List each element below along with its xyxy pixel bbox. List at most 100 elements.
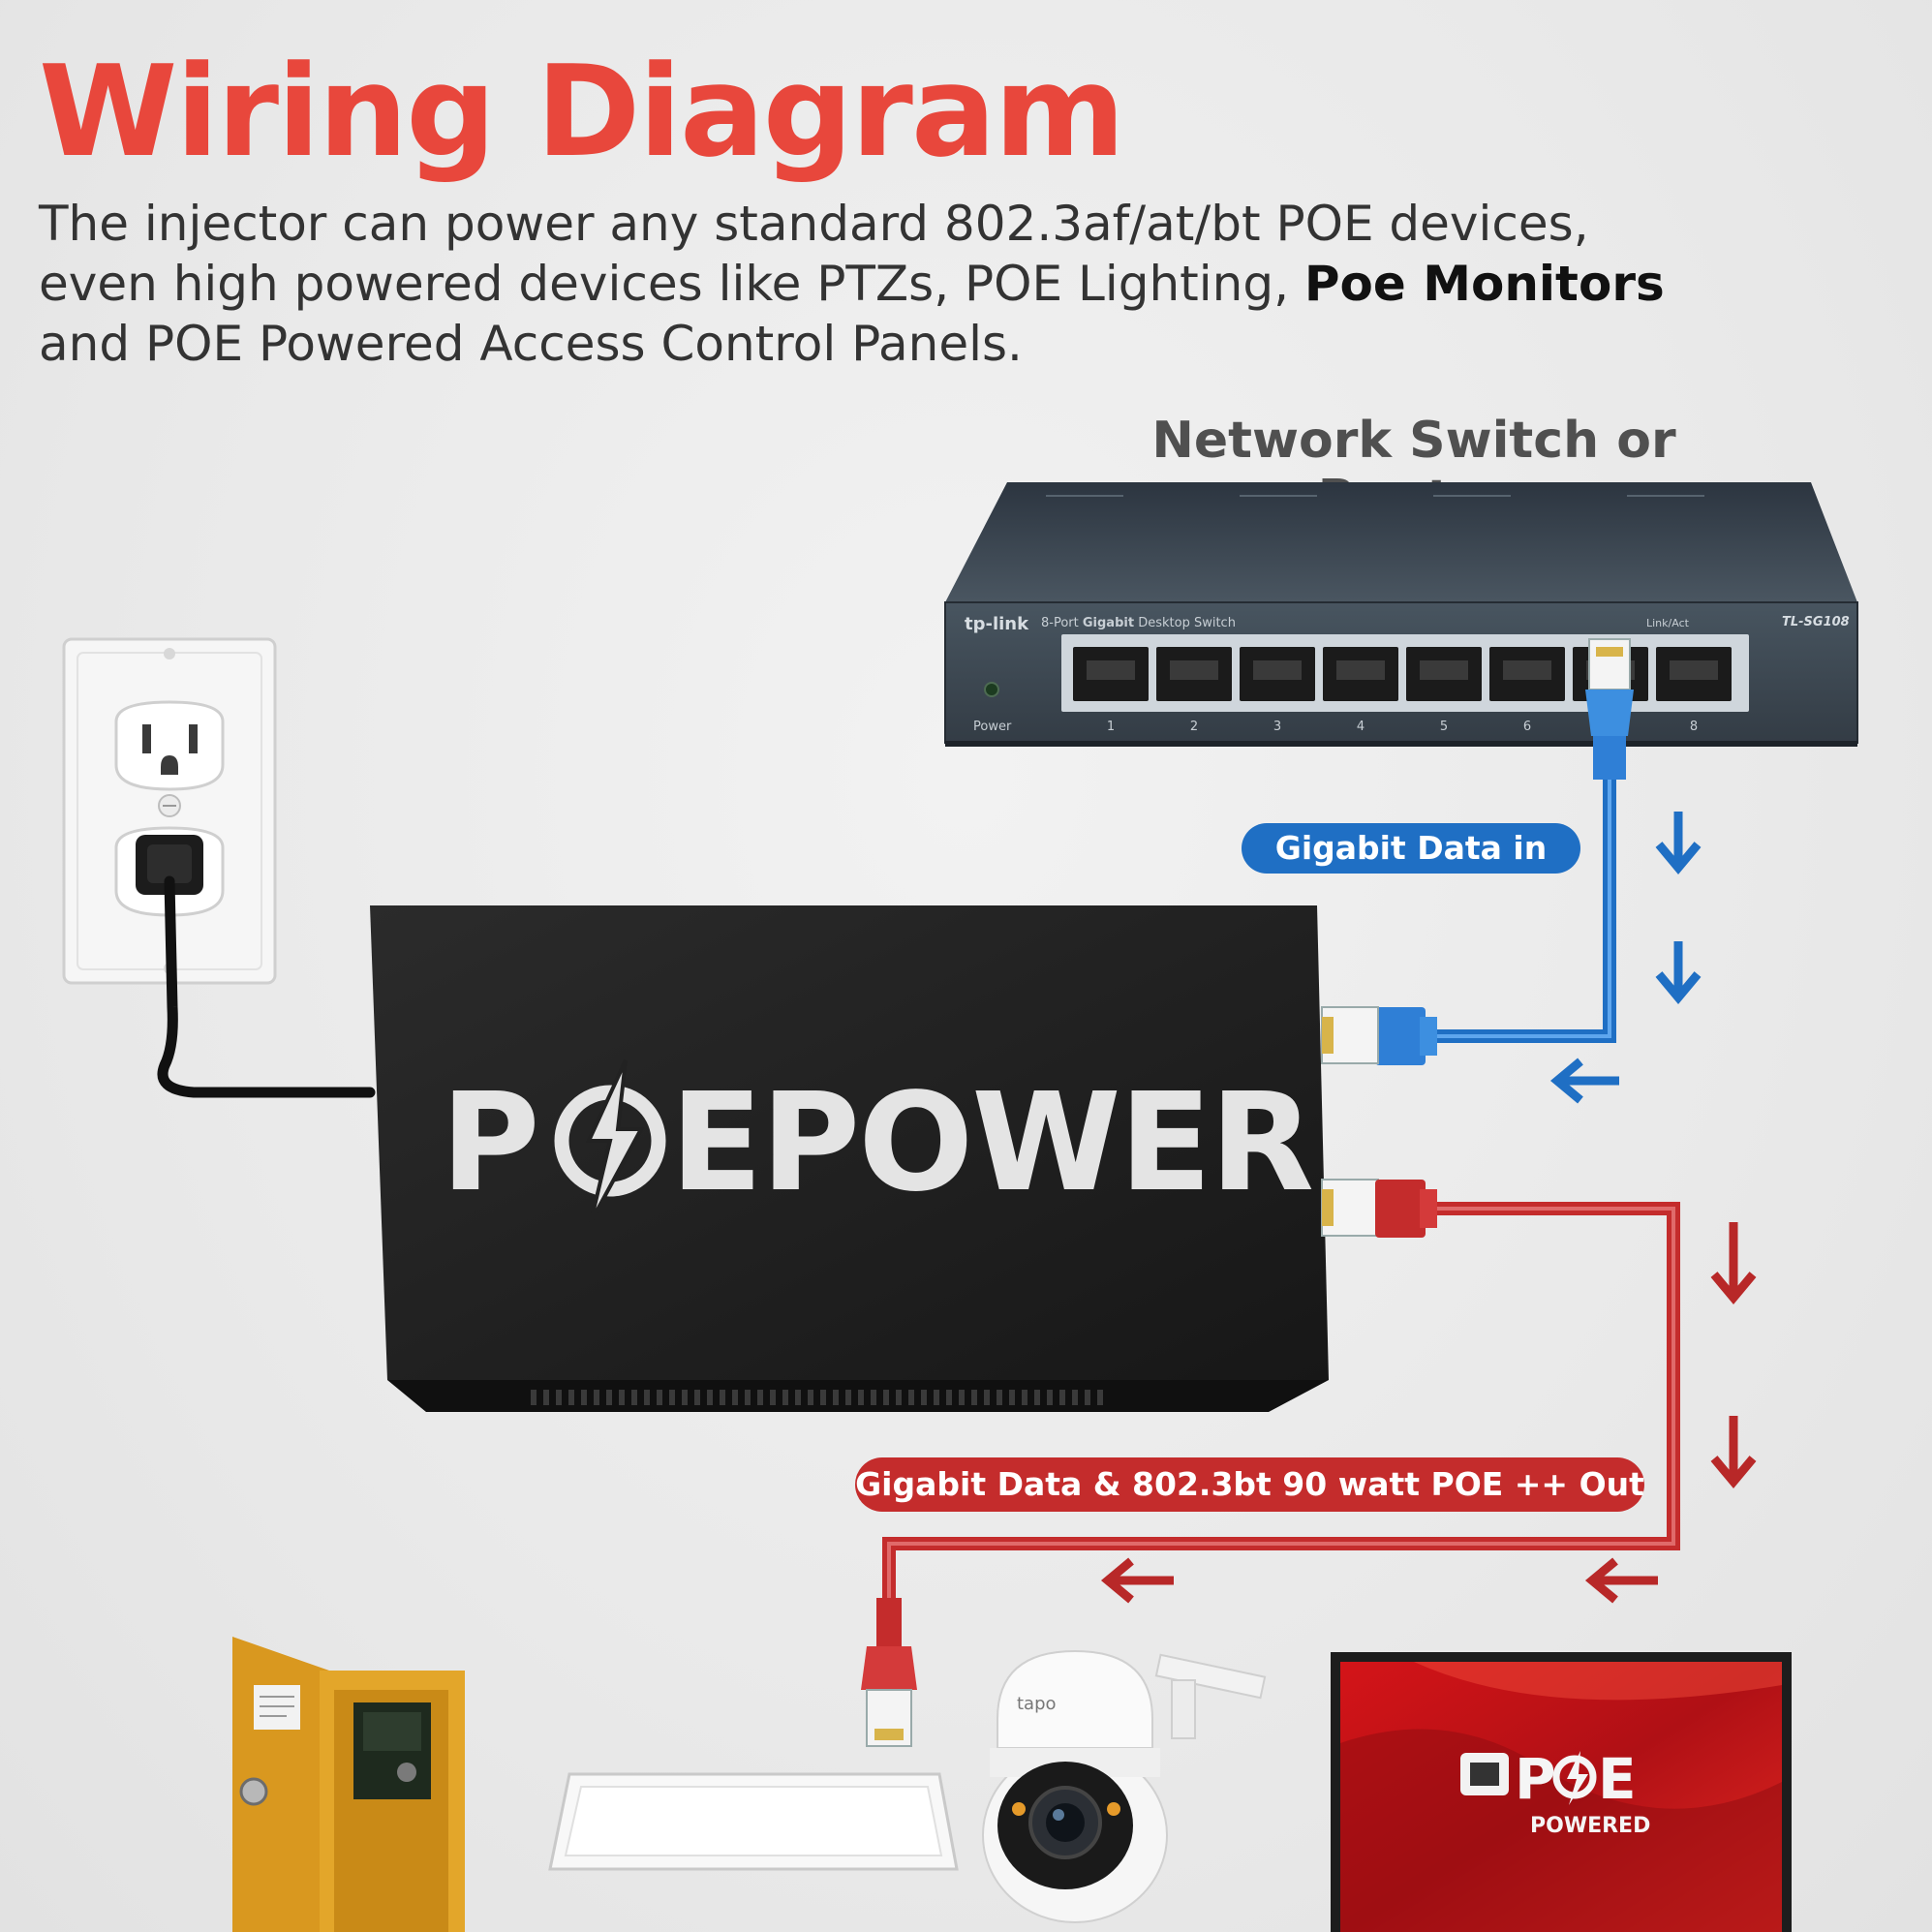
- vent-slot: [808, 1390, 813, 1405]
- camera-brand: tapo: [1017, 1694, 1057, 1714]
- data-in-label: Gigabit Data in: [1242, 823, 1580, 874]
- intro-line-2: even high powered devices like PTZs, POE…: [39, 256, 1289, 312]
- vent-slot: [1097, 1390, 1103, 1405]
- switch-port-contacts: [1503, 660, 1551, 680]
- vent-slot: [858, 1390, 864, 1405]
- vent-slot: [745, 1390, 751, 1405]
- monitor-lightning-icon: [1552, 1751, 1597, 1805]
- data-out-label: Gigabit Data & 802.3bt 90 watt POE ++ Ou…: [855, 1457, 1644, 1512]
- monitor-logo-e: E: [1598, 1746, 1637, 1812]
- vent-slot: [770, 1390, 776, 1405]
- vent-slot: [543, 1390, 549, 1405]
- vent-slot: [896, 1390, 902, 1405]
- vent-slot: [682, 1390, 688, 1405]
- switch-port-number: 1: [1107, 720, 1115, 734]
- switch-port-number: 4: [1357, 720, 1365, 734]
- red-poe-cable: [861, 1179, 1680, 1747]
- vent-slot: [1085, 1390, 1090, 1405]
- vent-slot: [883, 1390, 889, 1405]
- vent-slot: [908, 1390, 914, 1405]
- vent-slot: [556, 1390, 562, 1405]
- vent-slot: [845, 1390, 851, 1405]
- switch-port-number: 8: [1690, 720, 1698, 734]
- intro-line-3: and POE Powered Access Control Panels.: [39, 316, 1023, 372]
- vent-slot: [694, 1390, 700, 1405]
- vent-slot: [720, 1390, 725, 1405]
- vent-slot: [644, 1390, 650, 1405]
- vent-slot: [959, 1390, 965, 1405]
- arrow-left-red-1: [1584, 1557, 1658, 1604]
- switch-port-contacts: [1087, 660, 1135, 680]
- switch-port-contacts: [1253, 660, 1302, 680]
- vent-slot: [732, 1390, 738, 1405]
- arrow-left-red-2: [1100, 1557, 1174, 1604]
- vent-slot: [921, 1390, 927, 1405]
- arrow-down-red-2: [1710, 1416, 1757, 1489]
- vent-slot: [1047, 1390, 1053, 1405]
- blue-data-cable: [1321, 638, 1634, 1065]
- switch-power-label: Power: [973, 720, 1012, 734]
- vent-slot: [1009, 1390, 1015, 1405]
- vent-slot: [757, 1390, 763, 1405]
- monitor-logo-p: P: [1515, 1746, 1556, 1812]
- switch-port-contacts: [1420, 660, 1468, 680]
- arrow-down-red-1: [1710, 1222, 1757, 1305]
- wall-outlet: [62, 637, 277, 985]
- vent-slot: [997, 1390, 1002, 1405]
- vent-slot: [820, 1390, 826, 1405]
- intro-bold-poe-monitors: Poe Monitors: [1303, 256, 1665, 312]
- arrow-down-blue-2: [1655, 941, 1702, 1005]
- vent-slot: [669, 1390, 675, 1405]
- poe-injector: P EPOWER: [370, 905, 1329, 1412]
- injector-brand-right: EPOWER: [670, 1064, 1312, 1222]
- arrow-down-blue-1: [1655, 812, 1702, 875]
- vent-slot: [1034, 1390, 1040, 1405]
- switch-linkact-label: Link/Act: [1646, 617, 1690, 629]
- vent-slot: [1022, 1390, 1027, 1405]
- vent-slot: [984, 1390, 990, 1405]
- switch-brand: tp-link: [965, 614, 1029, 634]
- switch-description: 8-Port Gigabit Desktop Switch: [1041, 616, 1236, 630]
- vent-slot: [606, 1390, 612, 1405]
- intro-line-1: The injector can power any standard 802.…: [39, 196, 1589, 252]
- switch-port-contacts: [1170, 660, 1218, 680]
- vent-slot: [871, 1390, 876, 1405]
- vent-slot: [1059, 1390, 1065, 1405]
- page-title: Wiring Diagram: [39, 38, 1125, 185]
- power-led: [984, 682, 999, 697]
- vent-slot: [946, 1390, 952, 1405]
- injector-brand-left: P: [441, 1064, 538, 1222]
- switch-label: Network Switch or Router: [1151, 412, 1676, 528]
- vent-slot: [619, 1390, 625, 1405]
- vent-slot: [934, 1390, 939, 1405]
- lightning-logo-icon: [554, 1059, 666, 1223]
- vent-slot: [531, 1390, 537, 1405]
- led-panel-light: [548, 1772, 959, 1871]
- switch-port-number: 5: [1440, 720, 1448, 734]
- vent-slot: [707, 1390, 713, 1405]
- access-control-panel: [232, 1637, 465, 1932]
- intro-text: The injector can power any standard 802.…: [39, 194, 1685, 374]
- switch-port-number: 2: [1190, 720, 1198, 734]
- vent-slot: [568, 1390, 574, 1405]
- switch-port-contacts: [1336, 660, 1385, 680]
- vent-slot: [971, 1390, 977, 1405]
- network-switch: tp-link 8-Port Gigabit Desktop Switch Li…: [944, 482, 1858, 747]
- ptz-camera: tapo: [982, 1649, 1267, 1923]
- vent-slot: [782, 1390, 788, 1405]
- vent-slot: [631, 1390, 637, 1405]
- switch-model: TL-SG108: [1782, 615, 1850, 629]
- vent-slot: [1072, 1390, 1078, 1405]
- flow-arrows: [1100, 812, 1757, 1604]
- arrow-left-blue: [1549, 1058, 1619, 1104]
- vent-slot: [795, 1390, 801, 1405]
- switch-port-contacts: [1670, 660, 1718, 680]
- vent-slot: [594, 1390, 599, 1405]
- vent-slot: [833, 1390, 839, 1405]
- poe-monitor: P E POWERED: [1331, 1652, 1792, 1932]
- switch-port-number: 3: [1273, 720, 1281, 734]
- monitor-logo-powered: POWERED: [1530, 1814, 1650, 1838]
- vent-slot: [657, 1390, 662, 1405]
- vent-slot: [581, 1390, 587, 1405]
